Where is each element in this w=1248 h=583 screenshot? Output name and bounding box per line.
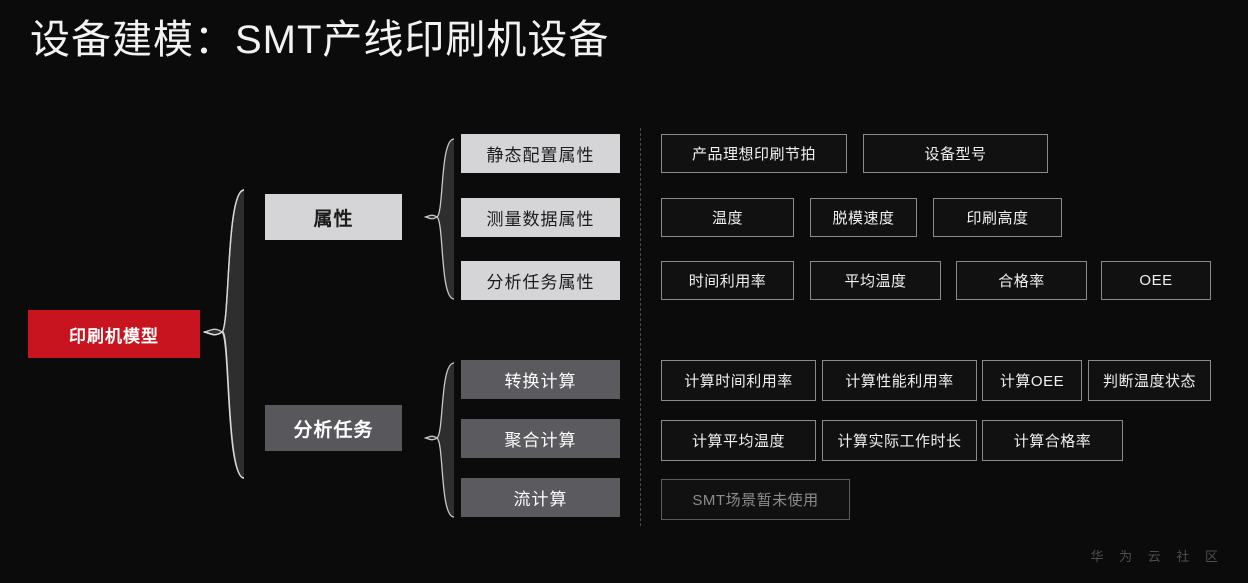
branch-node-attributes[interactable]: 属性 [265, 194, 402, 240]
leaf-node-calc-performance-utilization[interactable]: 计算性能利用率 [822, 360, 977, 401]
group-node-transform-calculation[interactable]: 转换计算 [461, 360, 620, 399]
group-node-measurement-data-attributes[interactable]: 测量数据属性 [461, 198, 620, 237]
group-node-static-config-attributes[interactable]: 静态配置属性 [461, 134, 620, 173]
leaf-node-print-height[interactable]: 印刷高度 [933, 198, 1062, 237]
brace-analysis-tasks-to-groups [424, 360, 458, 520]
leaf-node-average-temperature[interactable]: 平均温度 [810, 261, 941, 300]
leaf-node-pass-rate[interactable]: 合格率 [956, 261, 1087, 300]
leaf-node-demold-speed[interactable]: 脱模速度 [810, 198, 917, 237]
leaf-node-device-model[interactable]: 设备型号 [863, 134, 1048, 173]
group-node-stream-calculation[interactable]: 流计算 [461, 478, 620, 517]
watermark: 华 为 云 社 区 [1090, 549, 1224, 564]
leaf-node-smt-scenario-unused[interactable]: SMT场景暂未使用 [661, 479, 850, 520]
leaf-node-temperature[interactable]: 温度 [661, 198, 794, 237]
leaf-node-calc-average-temperature[interactable]: 计算平均温度 [661, 420, 816, 461]
leaf-node-judge-temperature-state[interactable]: 判断温度状态 [1088, 360, 1211, 401]
brace-attributes-to-groups [424, 136, 458, 302]
brace-root-to-level1 [202, 186, 248, 482]
vertical-divider [640, 128, 641, 526]
leaf-node-calc-pass-rate[interactable]: 计算合格率 [982, 420, 1123, 461]
root-node-printer-model[interactable]: 印刷机模型 [28, 310, 200, 358]
group-node-aggregate-calculation[interactable]: 聚合计算 [461, 419, 620, 458]
leaf-node-calc-actual-working-hours[interactable]: 计算实际工作时长 [822, 420, 977, 461]
page-title: 设备建模：SMT产线印刷机设备 [30, 18, 610, 62]
leaf-node-ideal-print-takt[interactable]: 产品理想印刷节拍 [661, 134, 847, 173]
leaf-node-calc-oee[interactable]: 计算OEE [982, 360, 1082, 401]
leaf-node-calc-time-utilization[interactable]: 计算时间利用率 [661, 360, 816, 401]
branch-node-analysis-tasks[interactable]: 分析任务 [265, 405, 402, 451]
leaf-node-oee[interactable]: OEE [1101, 261, 1211, 300]
leaf-node-time-utilization[interactable]: 时间利用率 [661, 261, 794, 300]
group-node-analysis-task-attributes[interactable]: 分析任务属性 [461, 261, 620, 300]
